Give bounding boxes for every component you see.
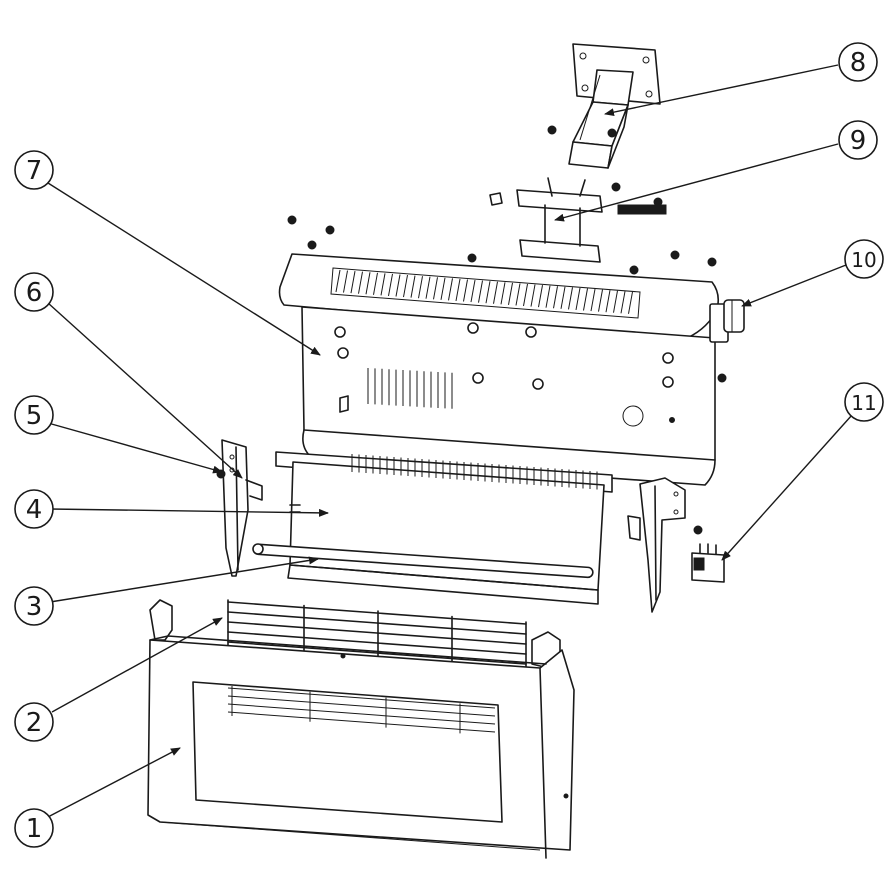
vent-slot [388, 273, 393, 297]
vent-slot [395, 274, 401, 297]
vent-slot [598, 289, 603, 312]
vent-slot [620, 291, 626, 314]
svg-text:8: 8 [850, 48, 867, 78]
svg-text:1: 1 [26, 814, 43, 844]
vent-slot [425, 276, 431, 299]
callout-8: 8 [838, 42, 878, 82]
vent-slot [455, 278, 461, 302]
vent-slot [343, 270, 348, 293]
vent-slot [613, 290, 618, 313]
vent-slot [335, 269, 341, 293]
vent-slot [373, 272, 378, 295]
callout-7: 7 [14, 150, 54, 190]
callout-10: 10 [844, 239, 884, 279]
part-top-cover [278, 253, 720, 486]
callout-5: 5 [14, 395, 54, 435]
vent-slot [440, 277, 446, 300]
vent-slot [523, 283, 528, 307]
svg-text:7: 7 [26, 156, 43, 186]
svg-text:5: 5 [26, 401, 43, 431]
vent-slot [568, 287, 573, 310]
callout-3: 3 [14, 586, 54, 626]
callout-6: 6 [14, 272, 54, 312]
callout-9: 9 [838, 120, 878, 160]
part-hanging-bracket [516, 177, 667, 263]
vent-slots [335, 269, 633, 409]
callout-4: 4 [14, 489, 54, 529]
window-grille-bar [227, 695, 496, 717]
vent-slot [403, 274, 408, 298]
vent-slot [508, 282, 513, 305]
callout-11: 11 [844, 382, 884, 422]
part-heating-element [252, 451, 613, 605]
vent-slot [515, 283, 521, 306]
window-grille-bar [227, 711, 496, 733]
vent-slot [410, 275, 416, 298]
grille-bar [227, 611, 527, 635]
part-left-bracket [216, 439, 263, 577]
window-grille-bar [227, 703, 496, 725]
part-thermostat [709, 299, 745, 343]
vent-slot [590, 288, 596, 312]
part-rocker-switch [691, 525, 725, 583]
vent-slot [470, 279, 476, 303]
svg-text:10: 10 [851, 248, 876, 272]
grille-bar [227, 621, 527, 645]
vent-slot [628, 291, 633, 314]
vent-slot [463, 279, 468, 302]
grille-bar [227, 601, 527, 625]
grille-bar [227, 641, 527, 665]
svg-text:4: 4 [26, 495, 43, 525]
svg-text:9: 9 [850, 126, 867, 156]
window-grille [227, 686, 496, 734]
part-right-bracket [627, 477, 686, 613]
vent-slot [433, 277, 438, 300]
vent-slot [575, 287, 581, 311]
vent-slot [500, 282, 506, 305]
vent-slot [358, 271, 363, 294]
vent-slot [485, 281, 491, 304]
vent-slot [545, 285, 551, 308]
vent-slot [538, 285, 543, 308]
vent-slot [530, 284, 536, 307]
svg-text:6: 6 [26, 278, 43, 308]
callout-2: 2 [14, 702, 54, 742]
vent-slot [365, 272, 371, 295]
window-grille-bar [227, 687, 496, 709]
svg-text:11: 11 [851, 391, 876, 415]
vent-slot [583, 288, 588, 311]
svg-text:2: 2 [26, 708, 43, 738]
vent-slot [553, 286, 558, 309]
vent-slot [605, 290, 611, 313]
vent-slot [560, 286, 566, 309]
vent-slot [350, 271, 356, 294]
vent-slot [418, 276, 423, 299]
callouts: 1 2 3 4 5 6 7 8 [14, 42, 884, 848]
svg-text:3: 3 [26, 592, 43, 622]
vent-slot [478, 280, 483, 303]
vent-slot [380, 273, 386, 296]
grille-bar [227, 631, 527, 655]
vent-slot [448, 278, 453, 301]
vent-slot [493, 281, 498, 304]
part-cover-bolts [287, 215, 727, 427]
callout-1: 1 [14, 808, 54, 848]
part-front-housing [147, 599, 575, 859]
heating-fins [351, 454, 598, 490]
